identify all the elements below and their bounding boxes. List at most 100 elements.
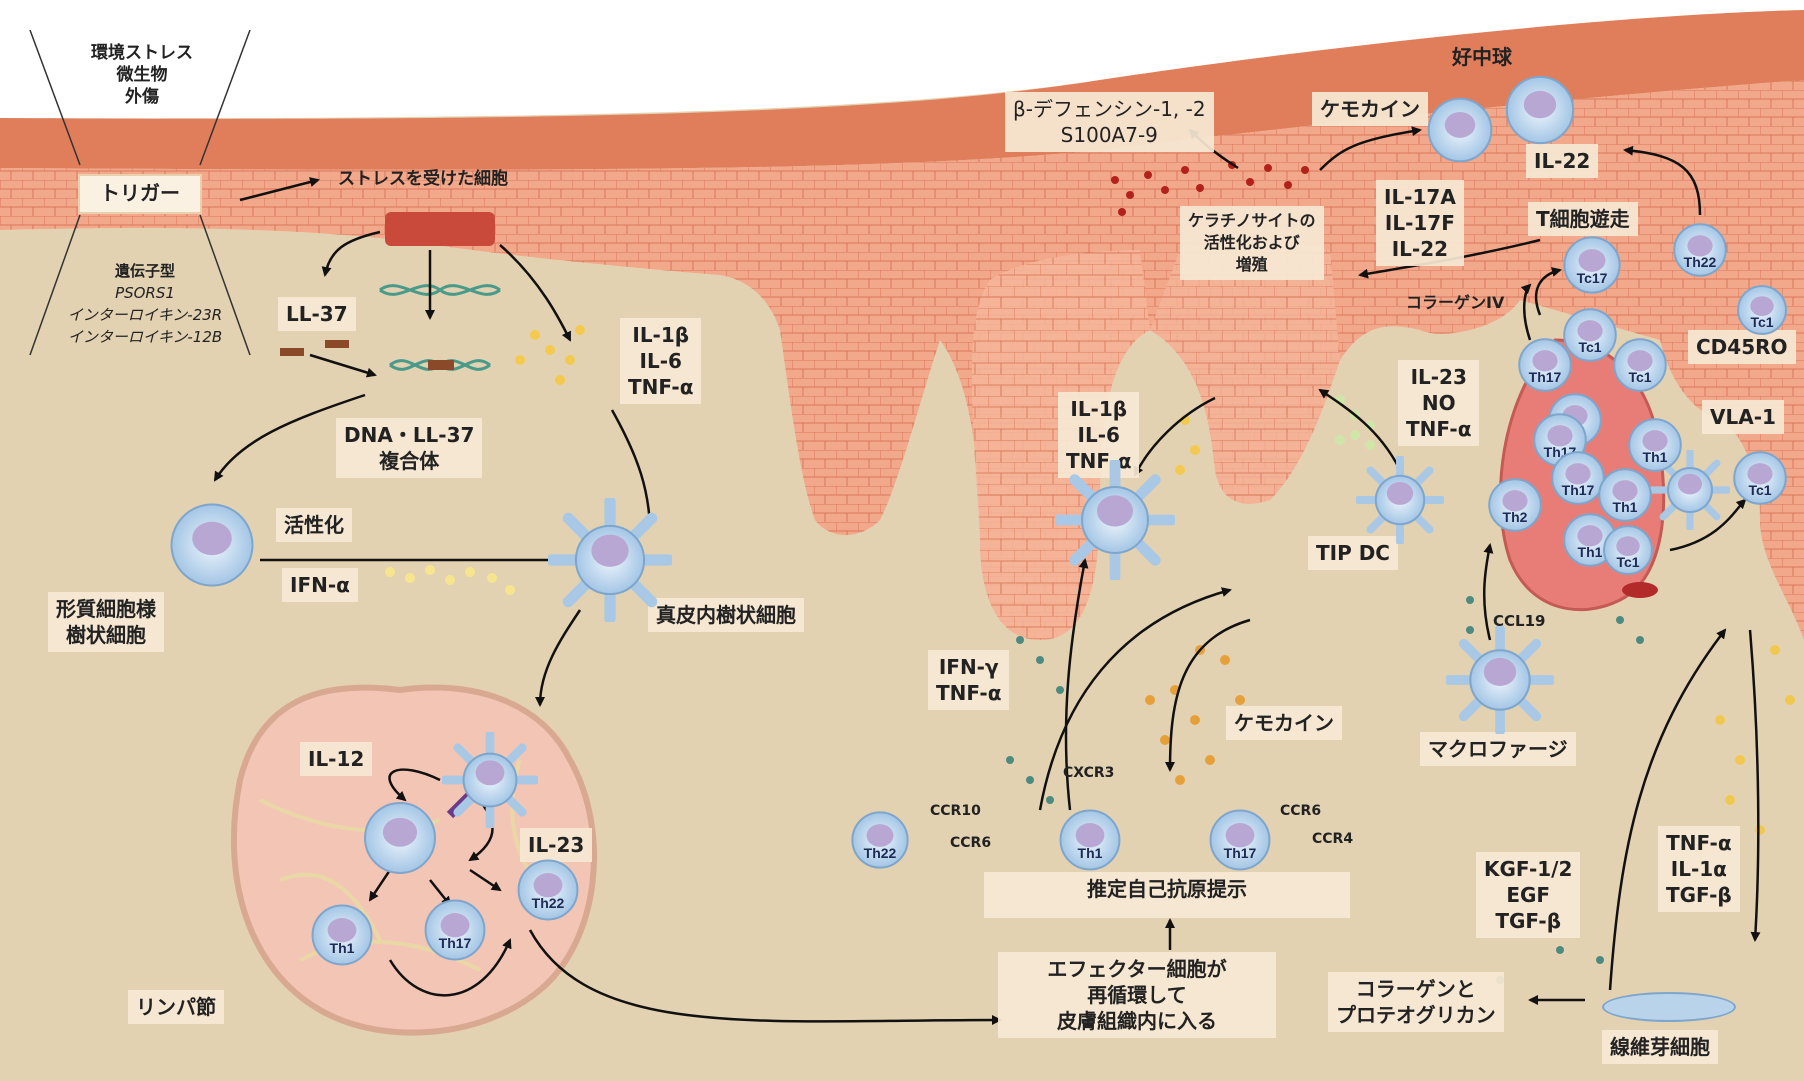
collagen4-label: コラーゲンIV [1406, 292, 1504, 314]
cell-label: Th22 [516, 895, 580, 911]
activation-label: 活性化 [276, 508, 352, 542]
cell-label: Th22 [1672, 254, 1728, 270]
cell-label: Th17 [1517, 369, 1573, 385]
th17-cell: Th17 [1517, 337, 1573, 393]
genotype-line-2: PSORS1 [40, 282, 250, 304]
ccr4-label: CCR4 [1312, 828, 1353, 850]
ccr6-b-label: CCR6 [1280, 800, 1321, 822]
kgf-line-3: TGF-β [1484, 908, 1572, 934]
effector-line-2: 再循環して [1006, 982, 1268, 1008]
cyto-left-2: IL-6 [628, 348, 693, 374]
il23no-line-3: TNF-α [1406, 416, 1471, 442]
neutrophil-cell [1426, 96, 1494, 164]
env-label: 環境ストレス 微生物 外傷 [72, 42, 212, 108]
pdc-cell [168, 501, 256, 589]
stressed-cell-label: ストレスを受けた細胞 [338, 168, 508, 190]
effector-line-3: 皮膚組織内に入る [1006, 1008, 1268, 1034]
il23-no-label: IL-23 NO TNF-α [1398, 360, 1479, 446]
env-line-1: 環境ストレス [72, 42, 212, 64]
cell-label: Tc1 [1732, 482, 1788, 498]
il12-label: IL-12 [300, 742, 372, 776]
dc-cell [1356, 456, 1444, 544]
defensin-line-2: S100A7-9 [1013, 122, 1206, 148]
tnfr-line-1: TNF-α [1666, 830, 1732, 856]
tc1-cell: Tc1 [1602, 524, 1654, 576]
il23-node-label: IL-23 [520, 828, 592, 862]
th1-cell: Th1 [1058, 808, 1122, 872]
ll37-peptide-b [325, 340, 349, 348]
cp-line-2: プロテオグリカン [1336, 1002, 1496, 1028]
cell-label: Tc1 [1602, 554, 1654, 570]
effector-line-1: エフェクター細胞が [1006, 956, 1268, 982]
t-migration-label: T細胞遊走 [1528, 202, 1638, 236]
cyto-left-1: IL-1β [628, 322, 693, 348]
env-line-3: 外傷 [72, 86, 212, 108]
tc1-cell: Tc1 [1612, 337, 1668, 393]
kera-line-2: 活性化および [1188, 232, 1316, 254]
t-cell [362, 800, 438, 876]
genotype-line-4: インターロイキン-12B [40, 326, 250, 348]
il17-line-3: IL-22 [1384, 236, 1456, 262]
cell-label: Th17 [423, 935, 487, 951]
cyto-mid-2: IL-6 [1066, 422, 1131, 448]
dc-cell [1055, 460, 1175, 580]
dna-ll37-label: DNA・LL-37 複合体 [336, 418, 482, 478]
cell-label: Tc1 [1612, 369, 1668, 385]
lymph-node-label: リンパ節 [128, 990, 224, 1024]
pdc-line-2: 樹状細胞 [56, 622, 156, 648]
dc-cell [548, 498, 672, 622]
th22-cell: Th22 [1672, 222, 1728, 278]
effector-label: エフェクター細胞が 再循環して 皮膚組織内に入る [998, 952, 1276, 1038]
trigger-label: トリガー [78, 174, 202, 214]
cyto-left-3: TNF-α [628, 374, 693, 400]
collagen-proteo-label: コラーゲンと プロテオグリカン [1328, 972, 1504, 1032]
cyto-mid-1: IL-1β [1066, 396, 1131, 422]
il17-line-1: IL-17A [1384, 184, 1456, 210]
chemokine-top-label: ケモカイン [1312, 92, 1428, 126]
genotype-line-1: 遺伝子型 [40, 260, 250, 282]
ifng-line-2: TNF-α [936, 680, 1001, 706]
fibroblast-cell [1602, 992, 1736, 1022]
kera-line-3: 増殖 [1188, 254, 1316, 276]
cell-label: Tc17 [1562, 270, 1622, 286]
pdc-label: 形質細胞様 樹状細胞 [48, 592, 164, 652]
tc17-cell: Tc17 [1562, 235, 1622, 295]
tc1-cell: Tc1 [1732, 450, 1788, 506]
cell-label: Tc1 [1736, 314, 1788, 330]
cell-label: Th1 [1627, 449, 1683, 465]
auto-antigen-label: 推定自己抗原提示 [984, 872, 1350, 918]
cell-label: Th1 [1058, 845, 1122, 861]
il17-group-label: IL-17A IL-17F IL-22 [1376, 180, 1464, 266]
cell-label: Th1 [310, 940, 374, 956]
vla1-label: VLA-1 [1702, 400, 1784, 434]
cell-label: Th22 [850, 845, 910, 861]
tnf-right-label: TNF-α IL-1α TGF-β [1658, 826, 1740, 912]
keratinocyte-label: ケラチノサイトの 活性化および 増殖 [1180, 206, 1324, 280]
kgf-line-2: EGF [1484, 882, 1572, 908]
ll37-label: LL-37 [278, 297, 356, 331]
dna-ll37-line-2: 複合体 [344, 448, 474, 474]
dc-cell [1446, 626, 1554, 734]
kgf-label: KGF-1/2 EGF TGF-β [1476, 852, 1580, 938]
th22-cell: Th22 [516, 858, 580, 922]
chemokine-mid-label: ケモカイン [1226, 706, 1342, 740]
macrophage-label: マクロファージ [1420, 732, 1576, 766]
ll37-peptide-a [280, 348, 304, 356]
ifn-alpha-label: IFN-α [282, 568, 358, 602]
th1-cell: Th1 [310, 903, 374, 967]
defensin-label: β-デフェンシン-1, -2 S100A7-9 [1005, 92, 1214, 152]
neutrophil-cell [1504, 74, 1576, 146]
il22-top-label: IL-22 [1526, 144, 1598, 178]
cell-label: Th17 [1208, 845, 1272, 861]
tc1-cell: Tc1 [1736, 284, 1788, 336]
cxcr3-label: CXCR3 [1063, 762, 1114, 784]
red-blood-cell [1622, 582, 1658, 598]
kera-line-1: ケラチノサイトの [1188, 210, 1316, 232]
genotype-line-3: インターロイキン-23R [40, 304, 250, 326]
il17-line-2: IL-17F [1384, 210, 1456, 236]
ccr10-label: CCR10 [930, 800, 981, 822]
defensin-line-1: β-デフェンシン-1, -2 [1013, 96, 1206, 122]
stressed-cells [385, 212, 495, 246]
fibroblast-label: 線維芽細胞 [1602, 1030, 1718, 1064]
